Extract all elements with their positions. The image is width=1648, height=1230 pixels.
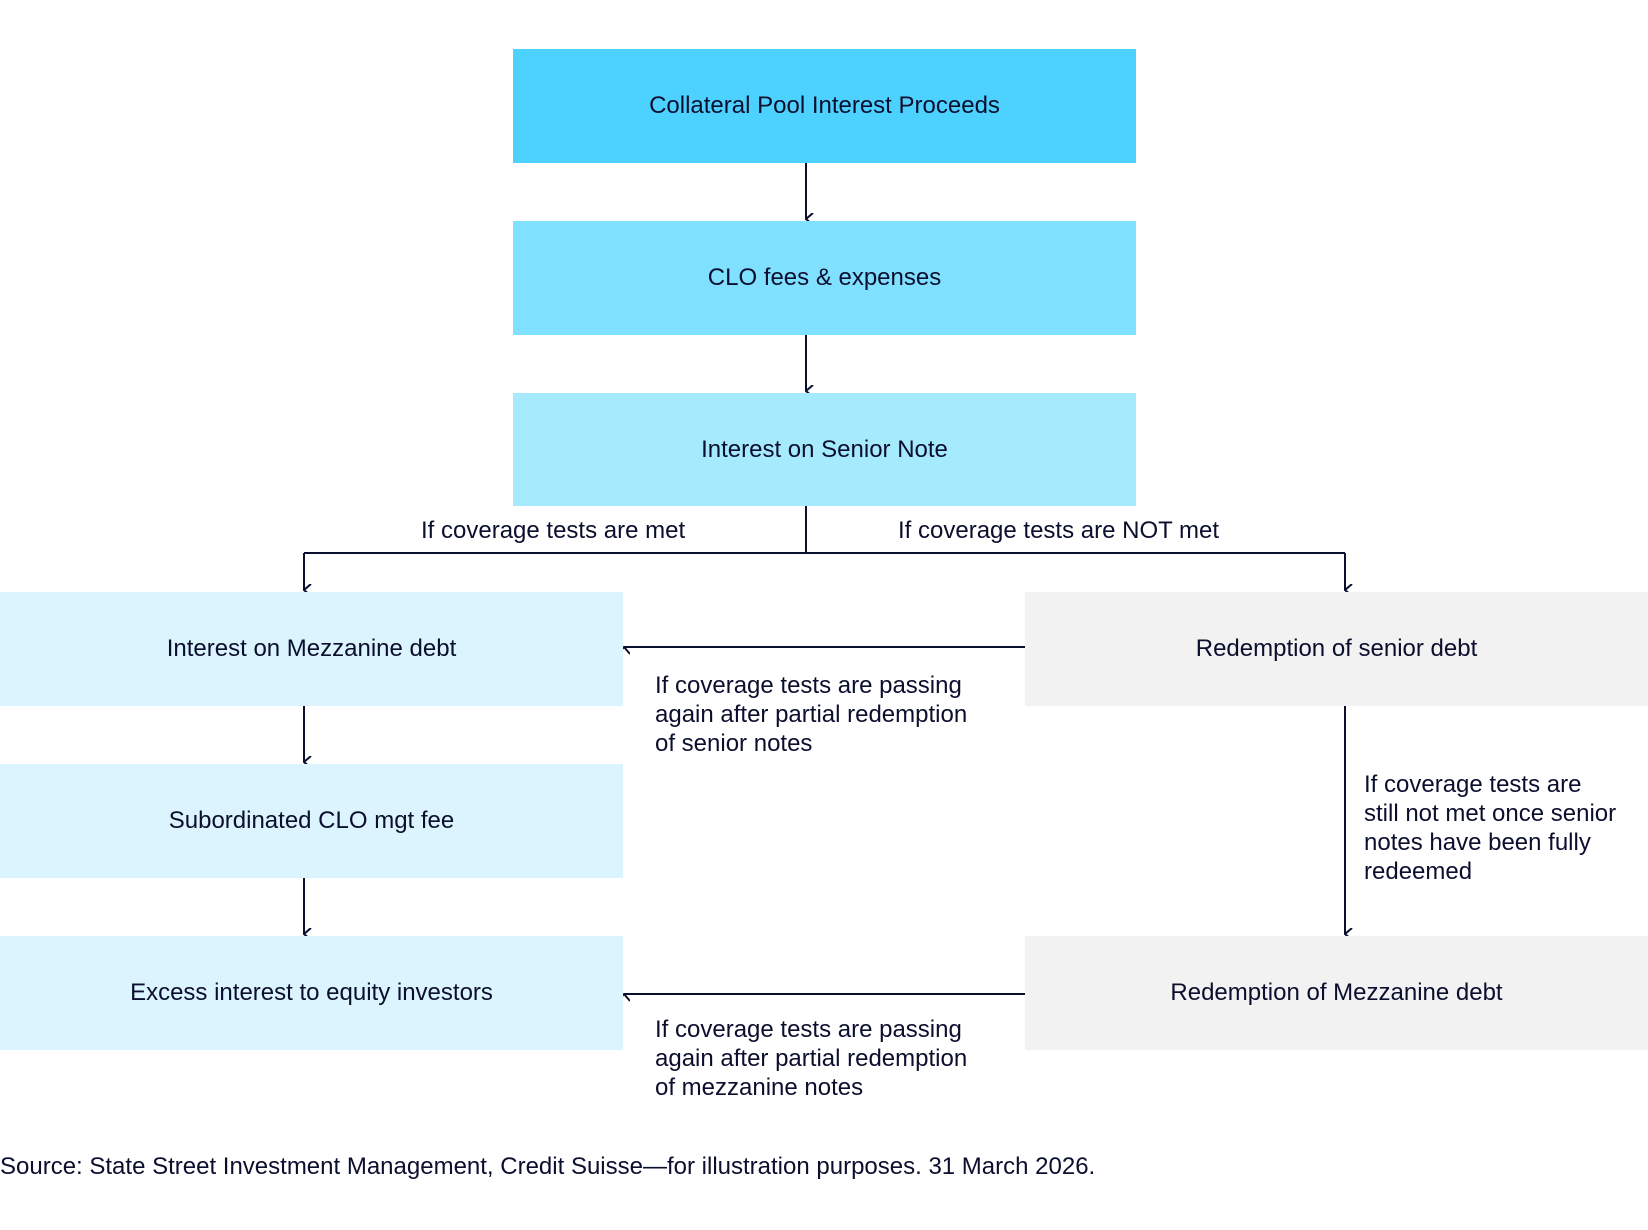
box-label: Excess interest to equity investors <box>130 979 493 1006</box>
box-clo-fees-expenses: CLO fees & expenses <box>513 221 1136 335</box>
label-line: If coverage tests are passing <box>655 1016 962 1043</box>
box-label: Subordinated CLO mgt fee <box>168 807 455 834</box>
label-line: still not met once senior <box>1364 800 1617 827</box>
label-passing-after-mezz-redemption: If coverage tests are passing again afte… <box>655 1015 967 1102</box>
box-label: Interest on Mezzanine debt <box>166 635 457 662</box>
source-note: Source: State Street Investment Manageme… <box>0 1153 1096 1180</box>
box-interest-on-senior-note: Interest on Senior Note <box>513 393 1136 506</box>
box-collateral-pool-interest-proceeds: Collateral Pool Interest Proceeds <box>513 49 1136 163</box>
box-label: Interest on Senior Note <box>701 435 948 463</box>
label-passing-after-senior-redemption: If coverage tests are passing again afte… <box>655 671 967 758</box>
label-line: again after partial redemption <box>655 1045 968 1072</box>
label-line: If coverage tests are passing <box>655 672 962 699</box>
box-label: CLO fees & expenses <box>707 264 942 291</box>
box-redemption-of-mezzanine-debt: Redemption of Mezzanine debt <box>1025 936 1648 1050</box>
box-label: Redemption of Mezzanine debt <box>1170 979 1503 1006</box>
box-label: Collateral Pool Interest Proceeds <box>649 92 1000 119</box>
box-excess-interest-to-equity-investors: Excess interest to equity investors <box>0 936 623 1050</box>
label-line: of senior notes <box>655 730 813 757</box>
label-still-not-met: If coverage tests are still not met once… <box>1364 770 1616 886</box>
label-line: redeemed <box>1364 858 1473 885</box>
label-line: If coverage tests are <box>1364 771 1582 798</box>
box-subordinated-clo-mgt-fee: Subordinated CLO mgt fee <box>0 764 623 878</box>
box-redemption-of-senior-debt: Redemption of senior debt <box>1025 592 1648 706</box>
box-label: Redemption of senior debt <box>1195 635 1478 662</box>
label-line: of mezzanine notes <box>655 1074 864 1101</box>
label-tests-not-met: If coverage tests are NOT met <box>898 517 1220 544</box>
label-line: again after partial redemption <box>655 701 968 728</box>
label-tests-met: If coverage tests are met <box>421 517 686 544</box>
label-line: notes have been fully <box>1364 829 1591 856</box>
box-interest-on-mezzanine-debt: Interest on Mezzanine debt <box>0 592 623 706</box>
